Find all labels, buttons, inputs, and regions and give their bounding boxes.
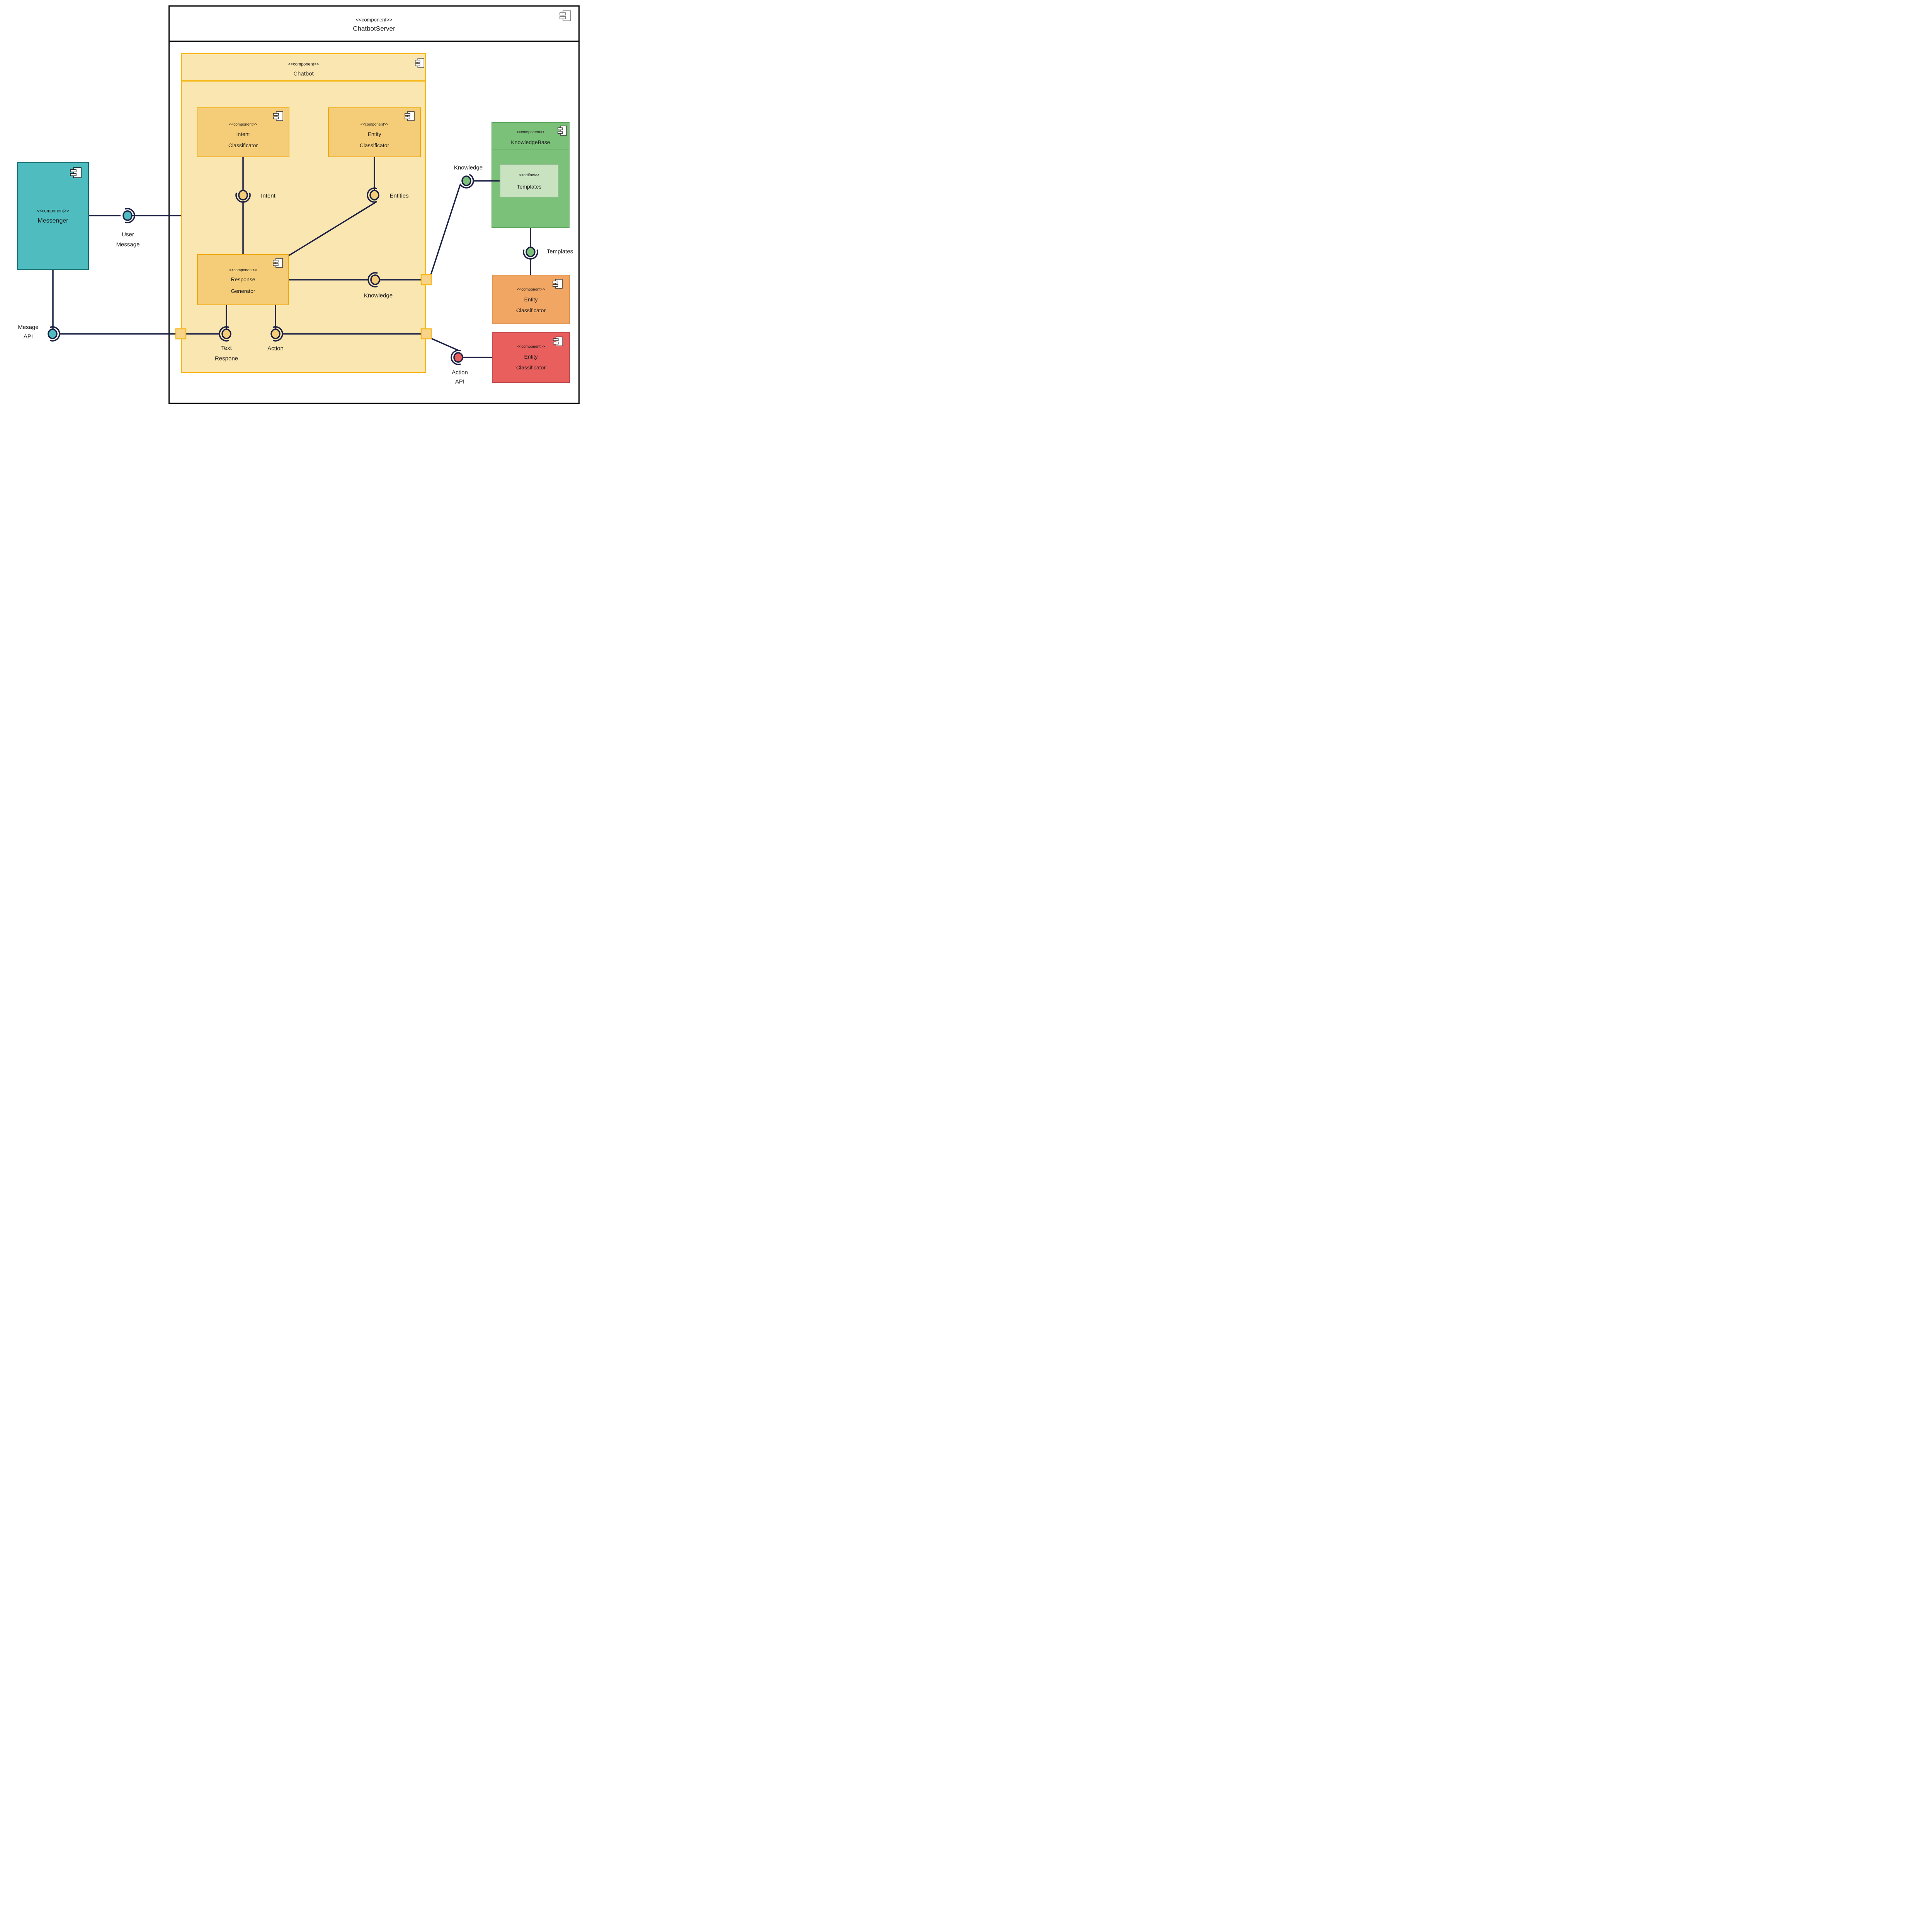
chatbot-stereotype: <<component>> xyxy=(288,62,319,67)
component-icon xyxy=(558,126,567,136)
entity-classificator-red-name-line1: Entity xyxy=(524,354,538,360)
component-icon xyxy=(273,258,283,268)
knowledge-base-name: KnowledgeBase xyxy=(511,139,550,145)
entity-classificator-orange-name-line2: Classificator xyxy=(516,307,546,313)
intent-classificator-stereotype: <<component>> xyxy=(229,122,257,127)
messenger-stereotype: <<component>> xyxy=(37,209,69,214)
response-generator-name-line1: Response xyxy=(231,276,255,282)
label-mesage-api-line1: Mesage xyxy=(18,324,39,331)
component-icon xyxy=(553,337,563,346)
component-icon xyxy=(273,111,283,121)
chatbot-server-header xyxy=(170,7,578,42)
templates-artifact-name: Templates xyxy=(517,184,542,190)
entity-classificator-red-name-line2: Classificator xyxy=(516,364,546,371)
intent-classificator-name-line2: Classificator xyxy=(228,142,258,148)
component-entity-classificator-red: <<component>> Entity Classificator xyxy=(492,332,570,383)
chatbot-name: Chatbot xyxy=(293,70,314,77)
label-text-respone-line2: Respone xyxy=(214,355,238,362)
component-icon xyxy=(405,111,415,121)
component-response-generator: <<component>> Response Generator xyxy=(197,254,289,305)
label-knowledge-mid: Knowledge xyxy=(364,292,393,299)
templates-artifact-stereotype: <<artifact>> xyxy=(519,173,540,177)
label-text-respone-line1: Text xyxy=(221,345,232,352)
entity-classificator-orange-stereotype: <<component>> xyxy=(517,287,545,292)
component-messenger: <<component>> Messenger xyxy=(17,162,89,270)
knowledge-base-stereotype: <<component>> xyxy=(516,130,545,134)
chatbot-server-stereotype: <<component>> xyxy=(355,17,393,23)
response-generator-stereotype: <<component>> xyxy=(229,268,257,272)
component-icon xyxy=(415,58,424,68)
response-generator-name-line2: Generator xyxy=(231,288,255,294)
socket-mesage-api xyxy=(50,326,60,342)
label-action-api-line2: API xyxy=(455,378,465,385)
component-intent-classificator: <<component>> Intent Classificator xyxy=(197,107,289,157)
component-icon xyxy=(70,167,82,178)
component-icon xyxy=(560,10,571,21)
messenger-name: Messenger xyxy=(37,218,68,224)
label-entities: Entities xyxy=(389,192,409,199)
label-templates: Templates xyxy=(546,248,573,255)
label-knowledge-green: Knowledge xyxy=(454,164,483,171)
uml-component-diagram: <<component>> ChatbotServer <<component>… xyxy=(0,0,585,409)
entity-classificator-orange-name-line1: Entity xyxy=(524,296,538,303)
component-icon xyxy=(553,279,563,289)
component-entity-classificator-top: <<component>> Entity Classificator xyxy=(328,107,421,157)
chatbot-header xyxy=(182,54,425,82)
artifact-templates: <<artifact>> Templates xyxy=(500,164,559,197)
label-intent: Intent xyxy=(261,192,276,199)
intent-classificator-name-line1: Intent xyxy=(236,131,250,137)
label-action-api-line1: Action xyxy=(452,369,468,376)
entity-classificator-red-stereotype: <<component>> xyxy=(517,345,545,349)
ball-user-message xyxy=(122,210,133,221)
ball-mesage-api xyxy=(48,328,58,339)
label-user-message-line1: User xyxy=(122,231,134,238)
entity-classificator-top-name-line2: Classificator xyxy=(359,142,389,148)
component-chatbot: <<component>> Chatbot xyxy=(181,53,426,373)
knowledge-base-header xyxy=(492,123,569,150)
label-mesage-api-line2: API xyxy=(23,333,33,340)
chatbot-server-name: ChatbotServer xyxy=(353,25,395,32)
label-user-message-line2: Message xyxy=(116,241,140,248)
socket-user-message xyxy=(125,208,135,223)
label-action: Action xyxy=(267,345,284,352)
entity-classificator-top-name-line1: Entity xyxy=(367,131,381,137)
entity-classificator-top-stereotype: <<component>> xyxy=(360,122,389,127)
